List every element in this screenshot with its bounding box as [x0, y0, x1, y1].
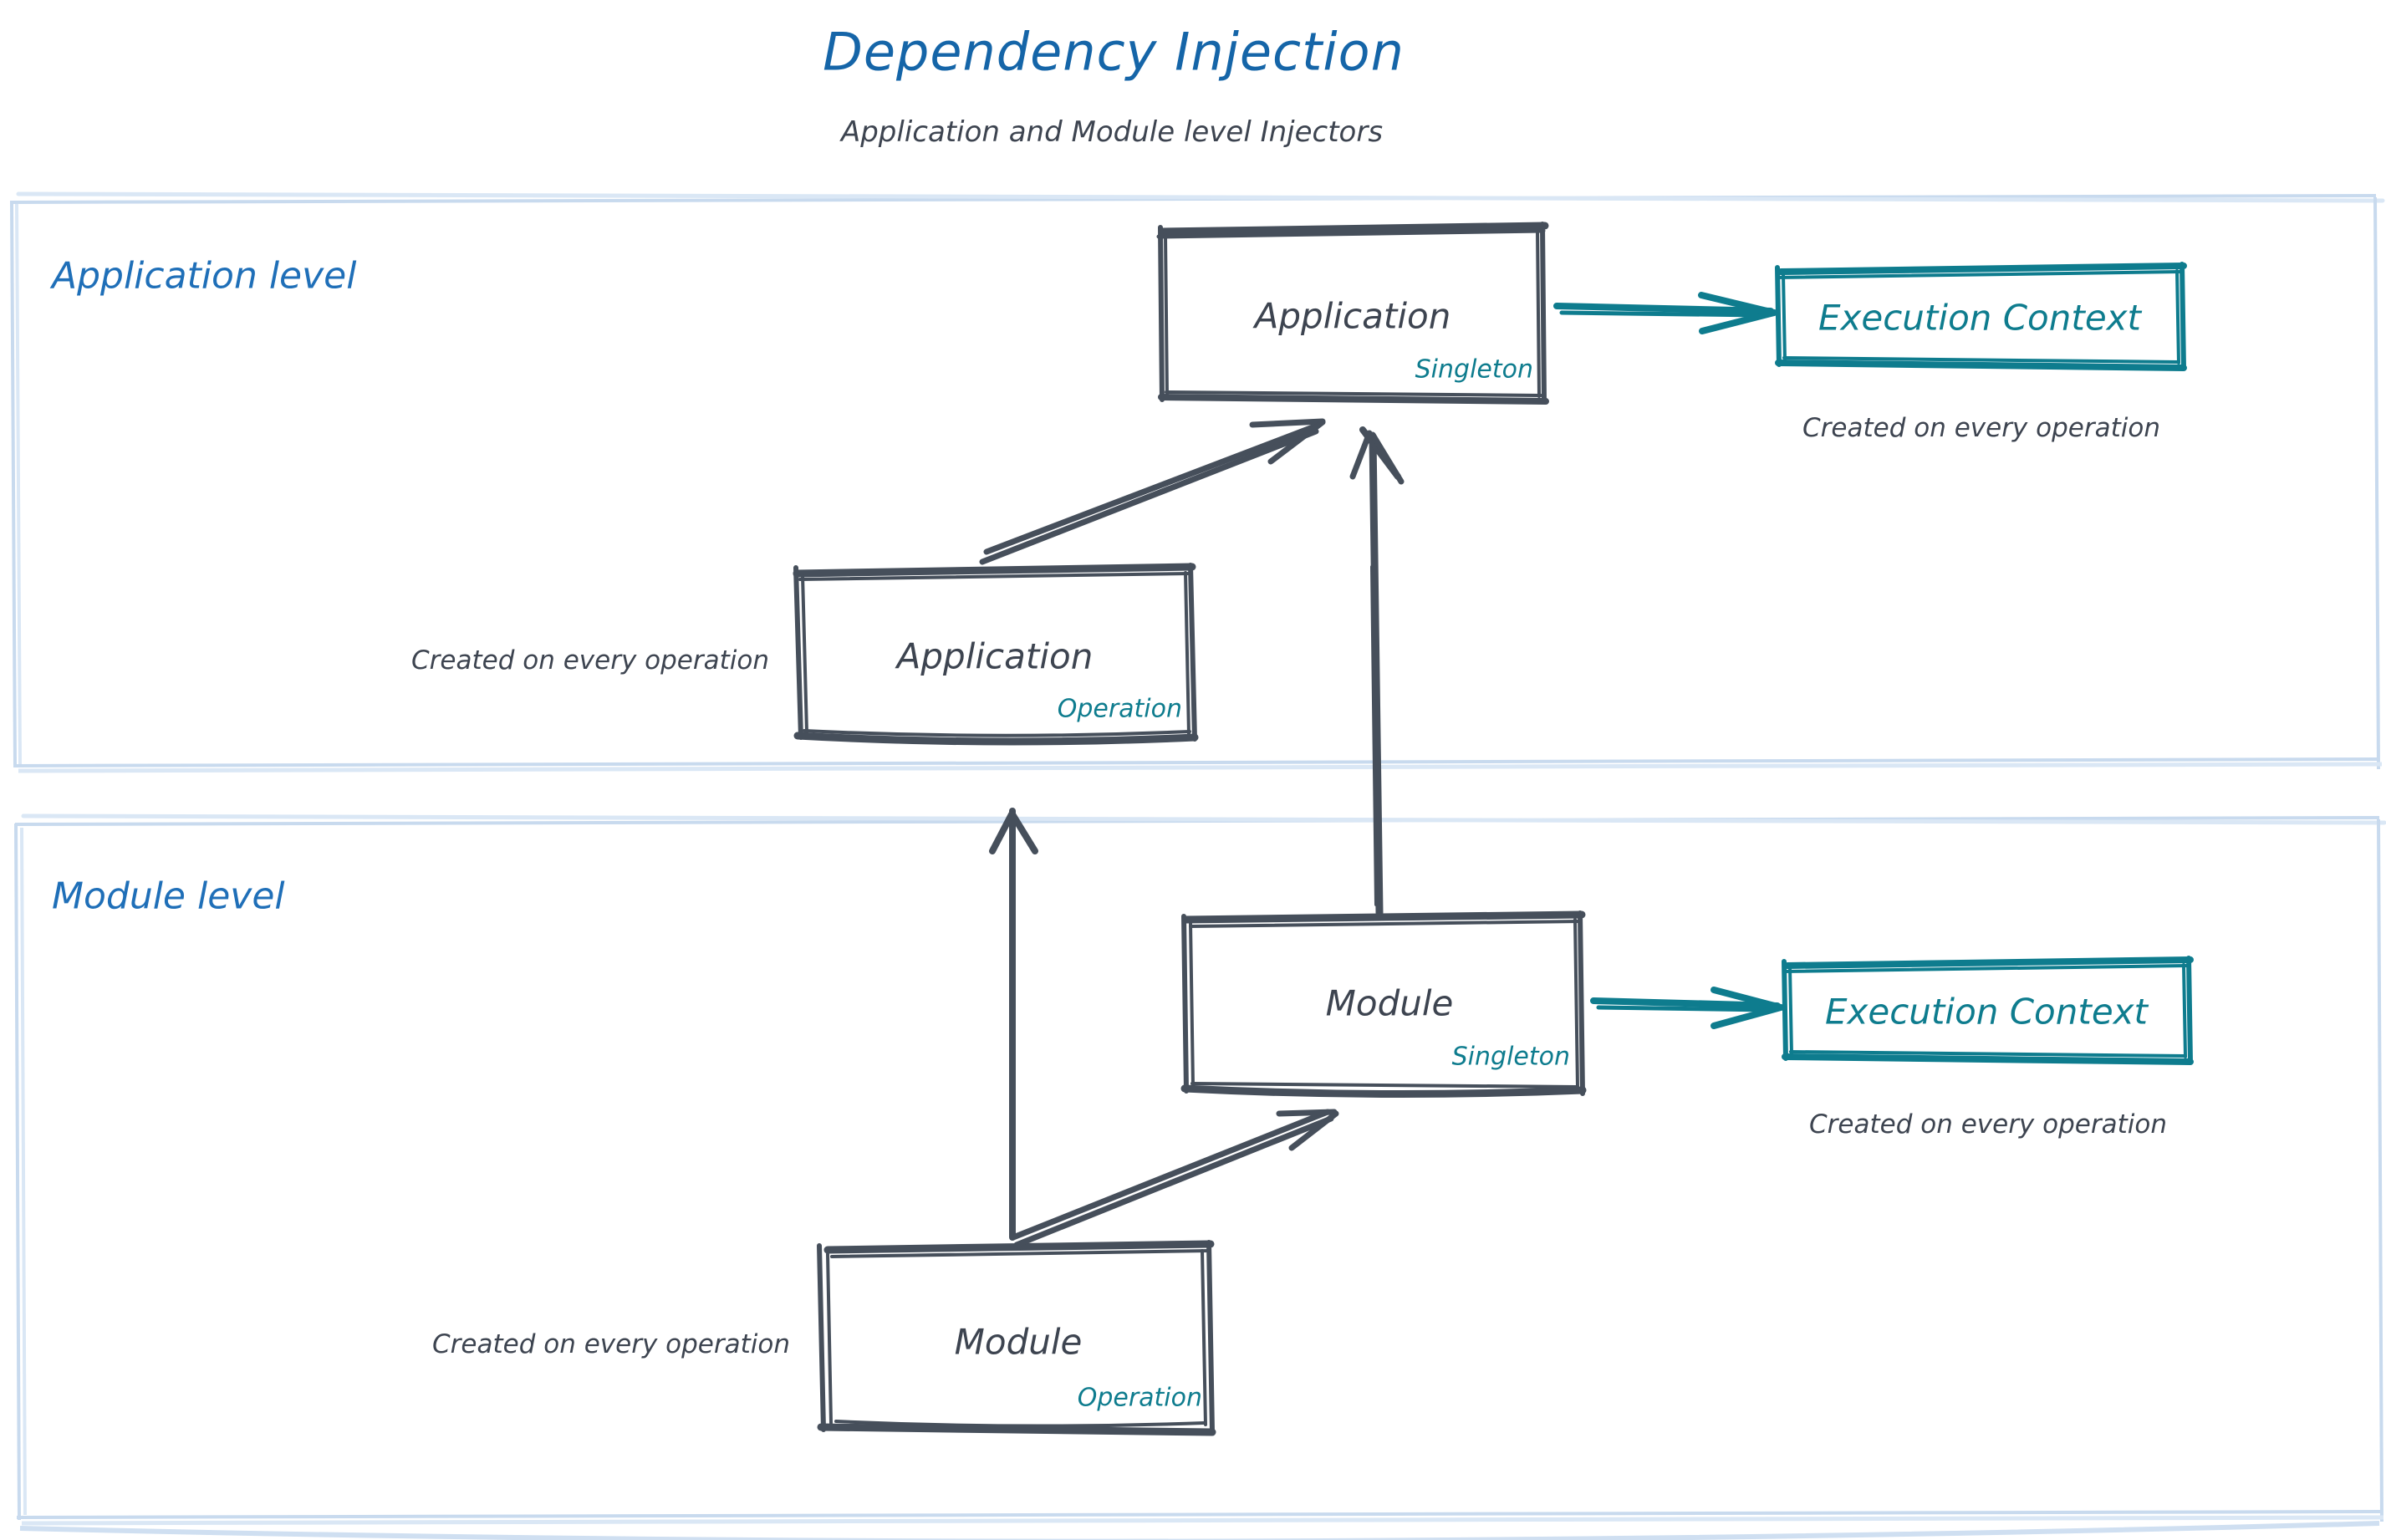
panel-label-application-level: Application level — [52, 254, 357, 298]
node-application-singleton-scope: Singleton — [1415, 354, 1533, 385]
node-module-operation-title: Module — [954, 1321, 1083, 1363]
node-module-operation-note: Created on every operation — [432, 1329, 790, 1359]
panel-application-level-border — [10, 191, 2385, 773]
node-app-execution-context-note: Created on every operation — [1802, 413, 2160, 443]
page-subtitle: Application and Module level Injectors — [840, 115, 1384, 149]
node-application-operation-note: Created on every operation — [411, 645, 769, 676]
page-title: Dependency Injection — [823, 21, 1405, 83]
panel-label-module-level: Module level — [52, 875, 285, 918]
node-application-operation-title: Application — [896, 635, 1094, 677]
panel-module-level-border — [14, 813, 2386, 1540]
node-module-singleton-title: Module — [1325, 982, 1454, 1024]
edge-module-operation-to-module-singleton — [1010, 1109, 1339, 1248]
edge-module-singleton-to-app-singleton — [1349, 426, 1405, 917]
edge-module-singleton-to-execution-context — [1590, 987, 1784, 1029]
node-module-singleton-scope: Singleton — [1451, 1042, 1570, 1072]
node-app-execution-context-title: Execution Context — [1818, 297, 2142, 339]
node-application-singleton-title: Application — [1254, 295, 1451, 337]
edge-module-operation-to-app-operation — [989, 808, 1038, 1241]
edge-app-singleton-to-execution-context — [1553, 292, 1777, 334]
node-module-execution-context-title: Execution Context — [1824, 991, 2149, 1033]
node-module-operation-scope: Operation — [1077, 1383, 1202, 1413]
node-application-operation-scope: Operation — [1057, 694, 1182, 724]
edge-app-operation-to-app-singleton — [979, 418, 1326, 565]
node-module-execution-context-note: Created on every operation — [1809, 1109, 2167, 1140]
